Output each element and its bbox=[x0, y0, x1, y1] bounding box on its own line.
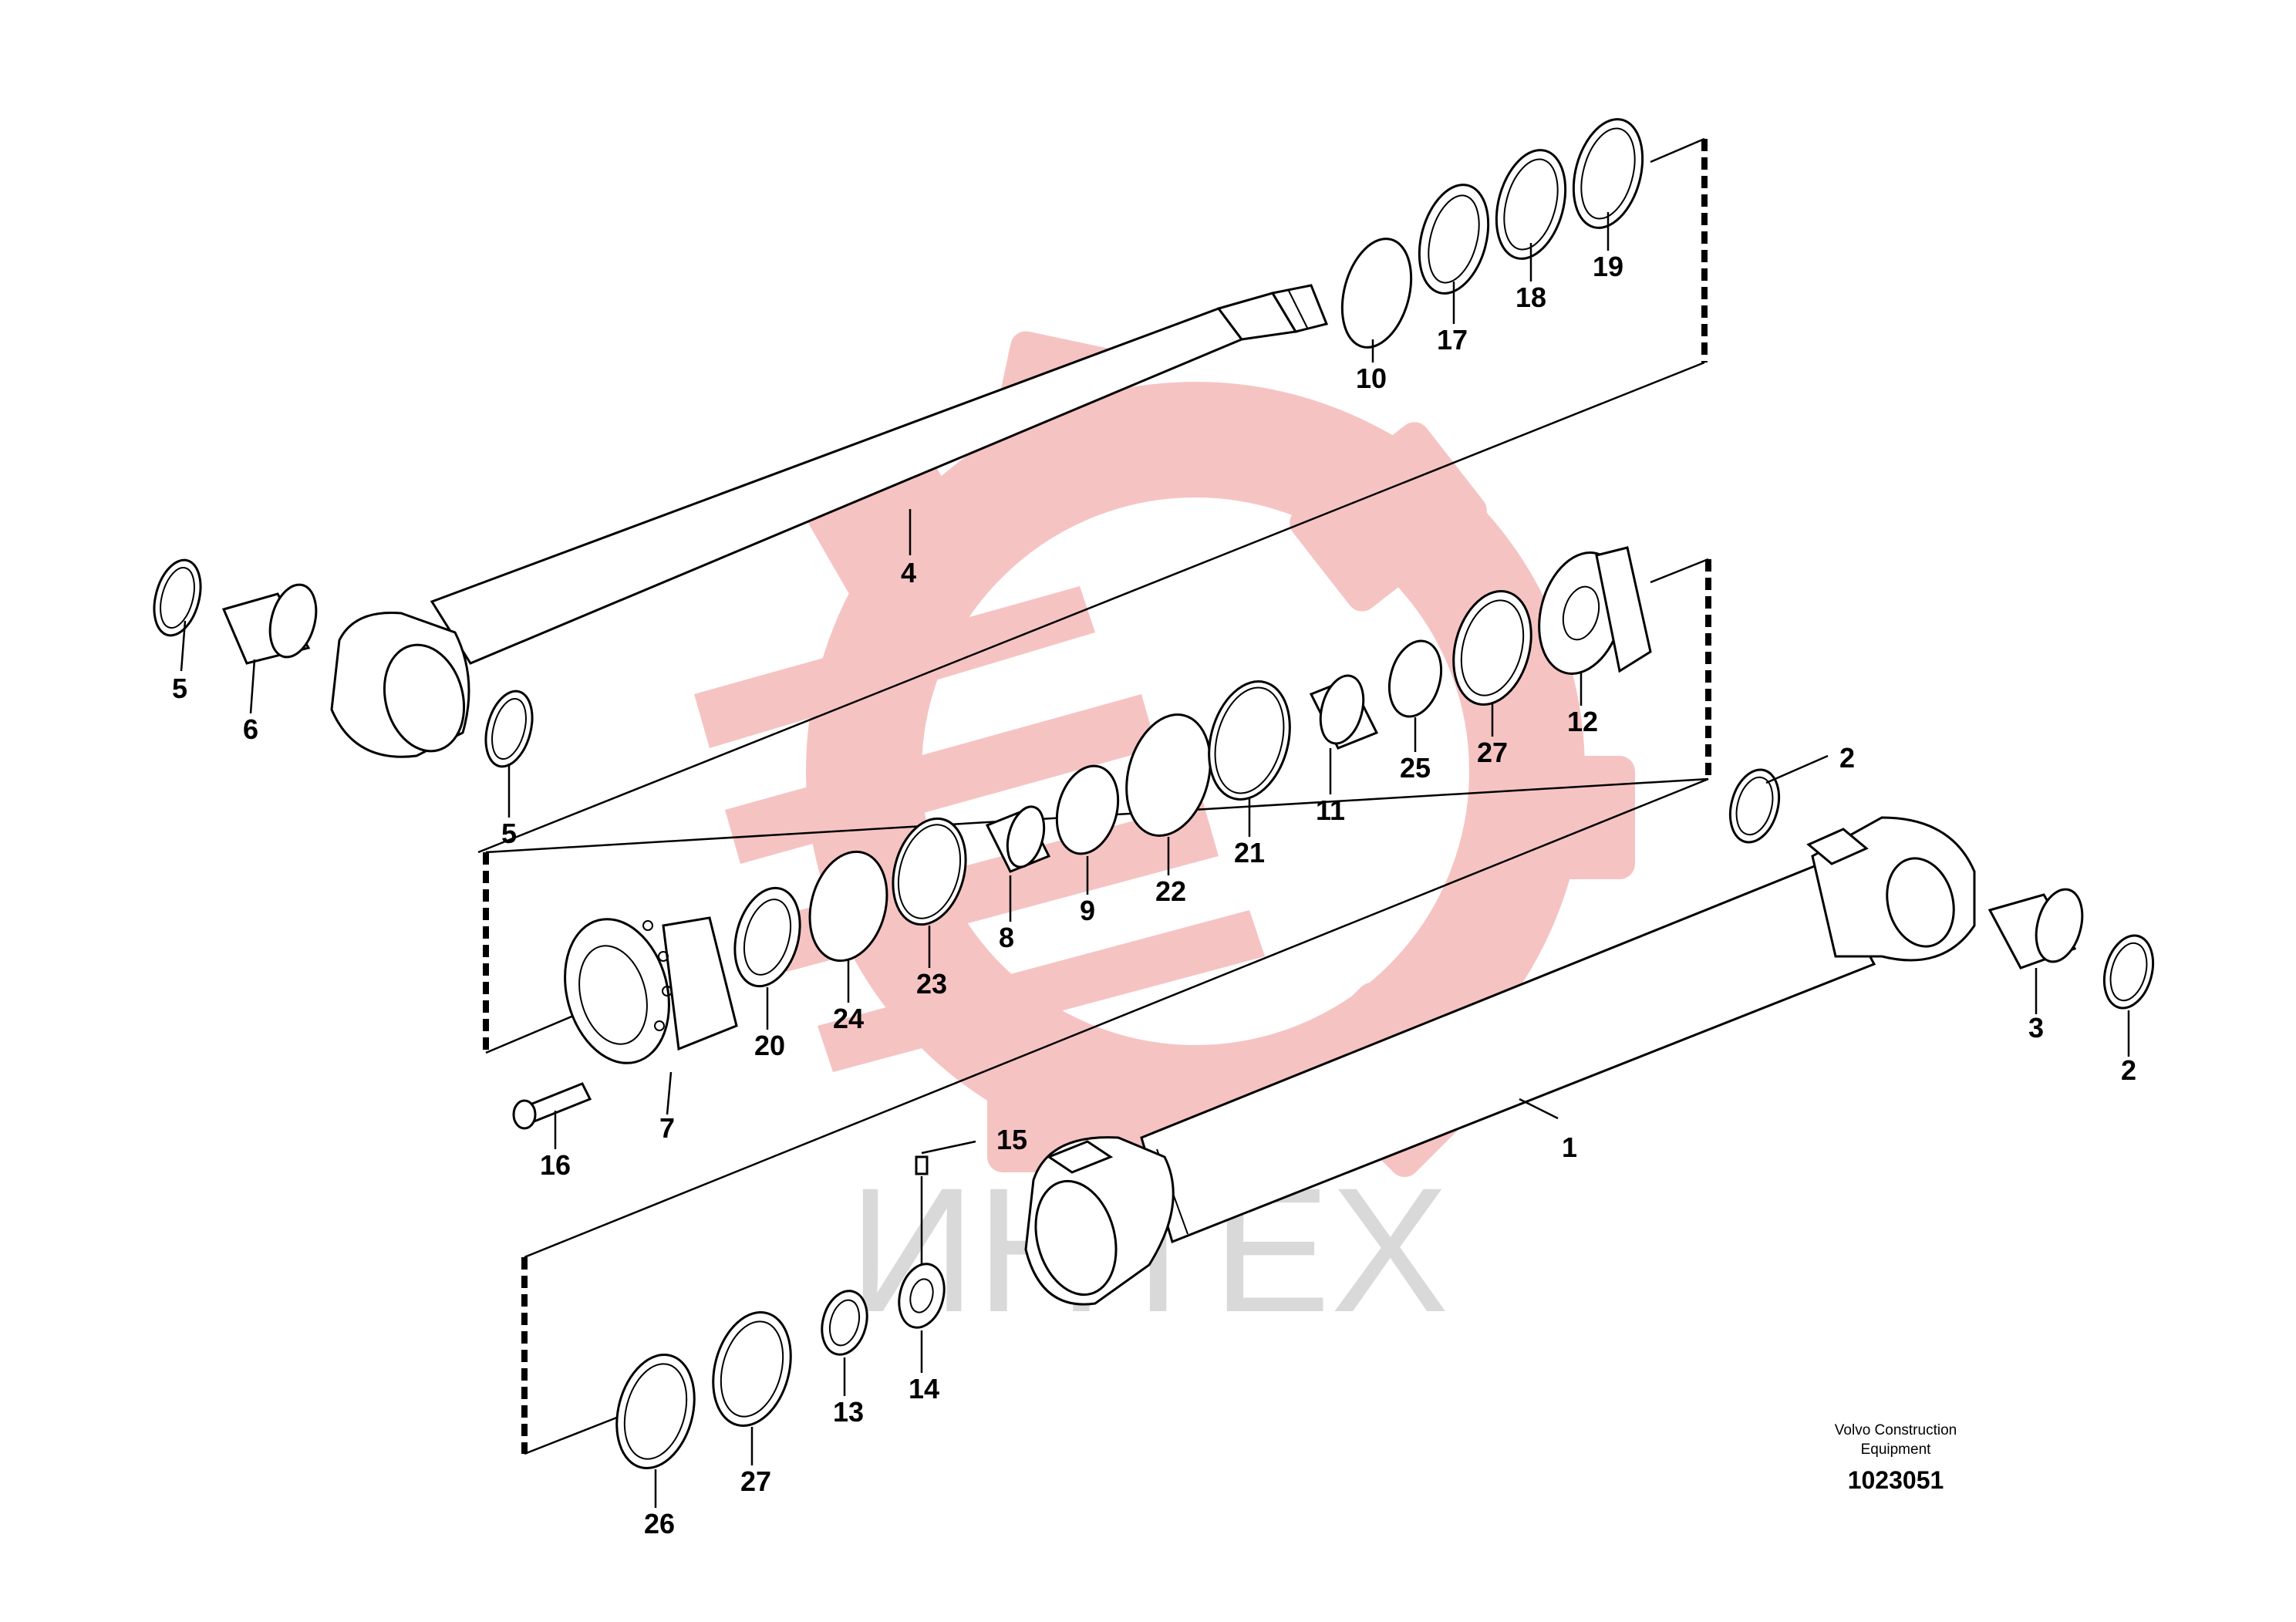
maker-line-1: Volvo Construction bbox=[1835, 1422, 1957, 1438]
tube-eye bbox=[1806, 816, 1976, 962]
ring-23 bbox=[892, 817, 967, 926]
cylinder-tube-group bbox=[521, 754, 2155, 1508]
callout-23: 23 bbox=[916, 968, 947, 1000]
callout-20: 20 bbox=[754, 1030, 785, 1061]
nut-14 bbox=[898, 1263, 946, 1329]
callout-3: 3 bbox=[2028, 1012, 2044, 1044]
ring-22 bbox=[1125, 713, 1212, 837]
ring-18 bbox=[1495, 149, 1567, 260]
washer-13 bbox=[821, 1290, 868, 1356]
ring-24 bbox=[808, 850, 888, 963]
callout-25: 25 bbox=[1400, 752, 1431, 784]
seal-5-left bbox=[153, 558, 202, 637]
callout-1: 1 bbox=[1562, 1131, 1577, 1163]
callout-16: 16 bbox=[540, 1149, 571, 1181]
callout-6: 6 bbox=[243, 713, 258, 745]
callout-9: 9 bbox=[1080, 895, 1095, 926]
callout-4: 4 bbox=[901, 557, 916, 588]
callout-5-right: 5 bbox=[501, 818, 517, 849]
callout-22: 22 bbox=[1155, 875, 1186, 907]
maker-line-2: Equipment bbox=[1861, 1442, 1932, 1458]
callout-10: 10 bbox=[1356, 363, 1387, 394]
callout-27-upper: 27 bbox=[1477, 737, 1508, 768]
plug-15 bbox=[915, 1155, 929, 1175]
tube-flange bbox=[1024, 1136, 1175, 1306]
ring-9 bbox=[1055, 764, 1120, 855]
callout-7: 7 bbox=[659, 1112, 675, 1144]
callout-18: 18 bbox=[1515, 282, 1546, 313]
footer-block: Volvo Construction Equipment 1023051 bbox=[1835, 1422, 1957, 1494]
ring-17 bbox=[1418, 184, 1490, 295]
callout-17: 17 bbox=[1437, 324, 1468, 356]
part-number: 1023051 bbox=[1848, 1466, 1944, 1494]
callout-8: 8 bbox=[999, 922, 1014, 953]
callout-11: 11 bbox=[1316, 794, 1345, 826]
piston-12 bbox=[1538, 546, 1652, 675]
callout-2-top: 2 bbox=[1839, 742, 1855, 774]
callout-14: 14 bbox=[909, 1373, 939, 1404]
ring-21 bbox=[1208, 680, 1291, 801]
bushing-8 bbox=[985, 805, 1051, 873]
callout-26: 26 bbox=[644, 1508, 675, 1539]
callout-27-lower: 27 bbox=[740, 1465, 771, 1497]
seal-2-upper bbox=[1728, 768, 1781, 844]
head-and-piston-group bbox=[483, 546, 1711, 1149]
callout-labels: 1 2 2 3 4 5 5 6 7 8 9 10 11 12 13 14 15 … bbox=[172, 251, 2136, 1539]
cylinder-head-7 bbox=[564, 916, 738, 1064]
callout-12: 12 bbox=[1567, 706, 1598, 737]
piston-rod-group bbox=[153, 118, 1708, 854]
ring-19 bbox=[1572, 118, 1644, 229]
ring-10 bbox=[1340, 238, 1413, 349]
bolt-16 bbox=[512, 1082, 592, 1130]
bushing-3 bbox=[1988, 888, 2084, 969]
ring-25 bbox=[1387, 639, 1443, 718]
ring-20 bbox=[733, 886, 801, 988]
callout-24: 24 bbox=[833, 1003, 864, 1034]
callout-2-bottom: 2 bbox=[2121, 1054, 2136, 1086]
callout-15: 15 bbox=[996, 1124, 1027, 1155]
bushing-11 bbox=[1309, 674, 1379, 750]
callout-5-left: 5 bbox=[172, 673, 187, 704]
callout-19: 19 bbox=[1593, 251, 1623, 282]
callout-21: 21 bbox=[1234, 837, 1265, 868]
seal-5-right bbox=[484, 690, 534, 768]
rod-eye bbox=[330, 611, 470, 758]
bushing-6 bbox=[221, 583, 318, 665]
seal-2-lower bbox=[2102, 934, 2155, 1010]
callout-13: 13 bbox=[833, 1396, 864, 1428]
